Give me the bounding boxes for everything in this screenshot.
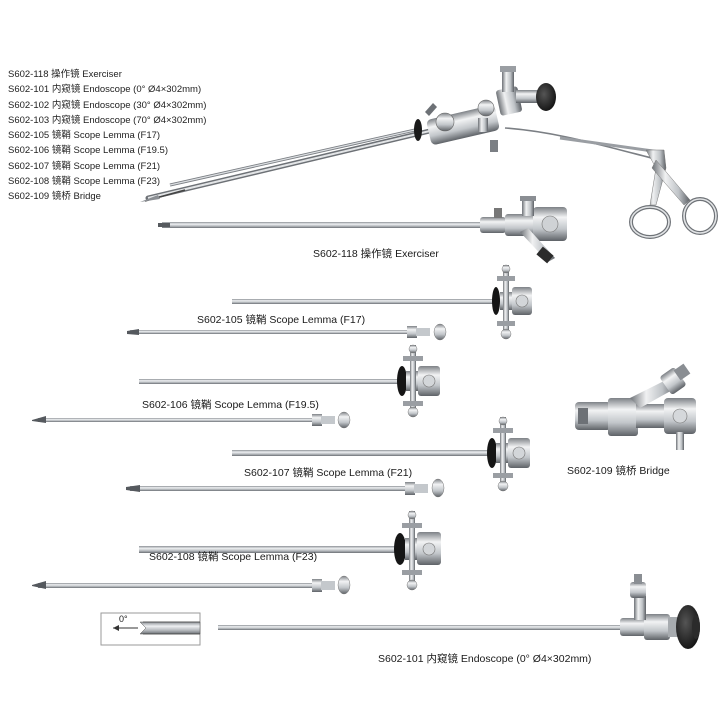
inset-angle-label: 0° [119, 614, 128, 624]
endoscope-0-degree [218, 574, 700, 649]
list-item: S602-106 镜鞘 Scope Lemma (F19.5) [8, 145, 168, 157]
list-item: S602-107 镜鞘 Scope Lemma (F21) [8, 160, 161, 172]
scope-lemma-f19-5 [32, 344, 440, 429]
list-item: S602-103 内窥镜 Endoscope (70° Ø4×302mm) [8, 114, 207, 126]
tip-angle-inset [100, 612, 201, 646]
exerciser-assembly [158, 196, 567, 264]
list-item: S602-101 内窥镜 Endoscope (0° Ø4×302mm) [8, 84, 202, 96]
list-item: S602-109 镜桥 Bridge [8, 191, 101, 203]
list-item: S602-102 内窥镜 Endoscope (30° Ø4×302mm) [8, 99, 207, 111]
caption-scope-lemma-f21: S602-107 镜鞘 Scope Lemma (F21) [244, 467, 413, 479]
caption-scope-lemma-f23: S602-108 镜鞘 Scope Lemma (F23) [149, 551, 318, 563]
scope-lemma-f23 [32, 510, 441, 595]
caption-scope-lemma-f17: S602-105 镜鞘 Scope Lemma (F17) [197, 314, 366, 326]
exerciser-assembly-top [140, 66, 718, 239]
scope-lemma-f21 [126, 416, 530, 498]
list-item: S602-118 操作镜 Exerciser [8, 69, 122, 80]
list-item: S602-108 镜鞘 Scope Lemma (F23) [8, 176, 161, 188]
caption-bridge: S602-109 镜桥 Bridge [567, 465, 670, 477]
caption-scope-lemma-f19-5: S602-106 镜鞘 Scope Lemma (F19.5) [142, 399, 319, 411]
caption-exerciser: S602-118 操作镜 Exerciser [313, 248, 439, 260]
bridge [575, 363, 696, 450]
list-item: S602-105 镜鞘 Scope Lemma (F17) [8, 130, 161, 142]
scope-lemma-f17 [127, 264, 532, 341]
caption-endoscope: S602-101 内窥镜 Endoscope (0° Ø4×302mm) [378, 653, 592, 665]
product-list: S602-118 操作镜 Exerciser S602-101 内窥镜 Endo… [8, 67, 206, 205]
